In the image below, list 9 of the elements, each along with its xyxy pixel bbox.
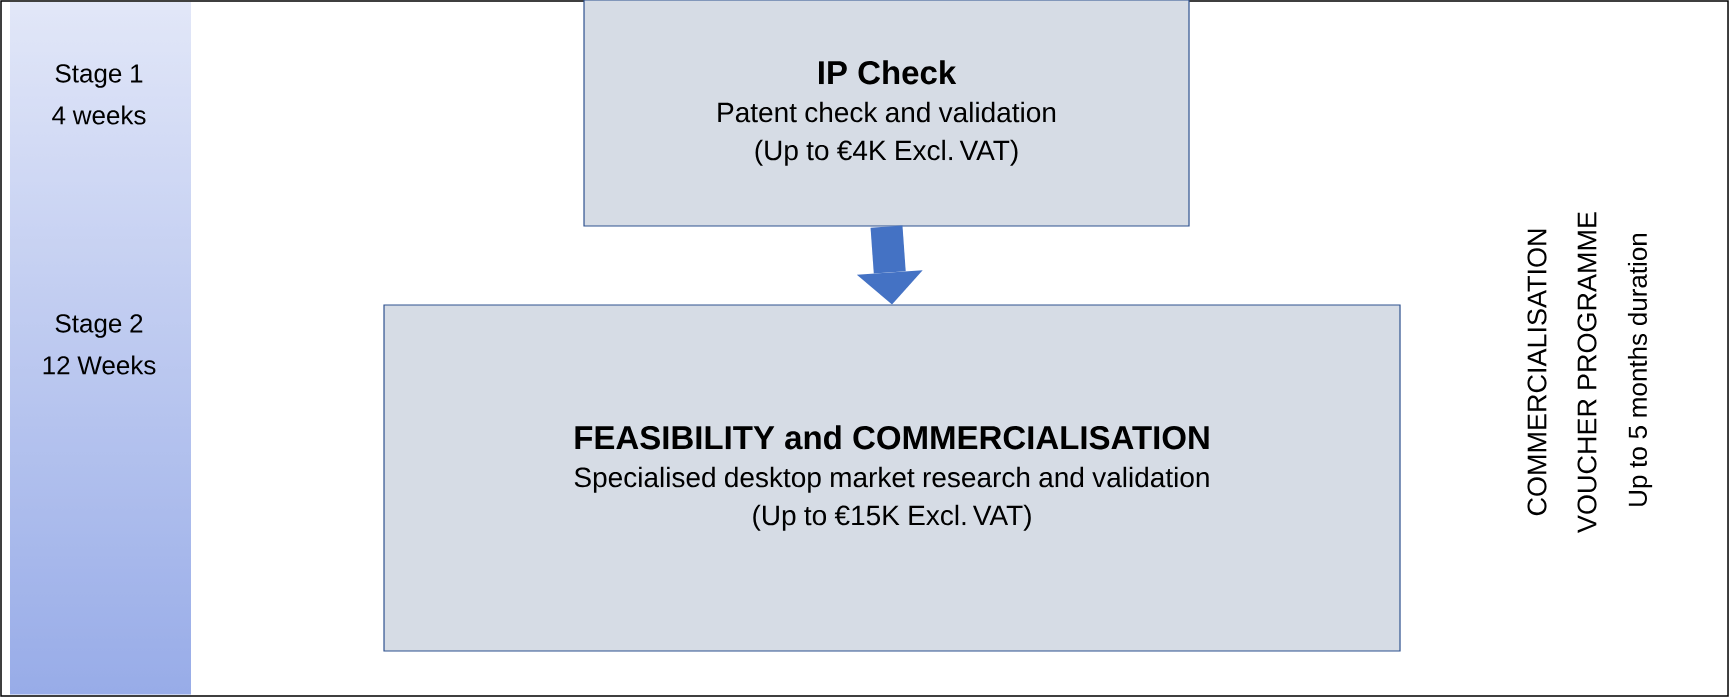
duration-label: Up to 5 months duration <box>1627 233 1653 506</box>
stage-label: Stage 2 <box>55 314 143 338</box>
stage-label: Stage 1 <box>55 64 143 88</box>
process-box: IP Check Patent check and validation (Up to €4K Excl. VAT) <box>583 0 1190 227</box>
stage-label: 12 Weeks <box>43 355 156 375</box>
block-arrow <box>856 225 923 305</box>
programme-title: COMMERCIALISATION VOUCHER PROGRAMME <box>1527 212 1597 533</box>
stage-label: 4 weeks <box>52 105 146 125</box>
process-box: FEASIBILITY and COMMERCIALISATION Specialised desktop market research and validation (Up to €15K Excl. VAT) <box>383 304 1401 652</box>
